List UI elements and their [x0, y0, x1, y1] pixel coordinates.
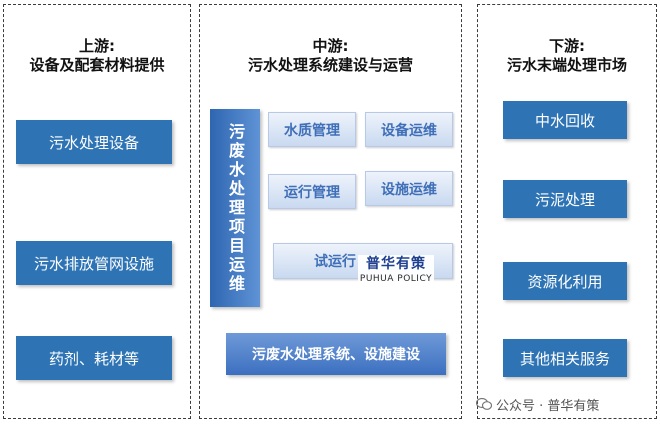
upstream-item-chemicals: 药剂、耗材等	[16, 336, 172, 380]
midstream-title-line2: 污水处理系统建设与运营	[247, 56, 413, 74]
midstream-vertical-label: 污废水处理项目运维	[210, 109, 260, 307]
downstream-item-sludge: 污泥处理	[503, 180, 627, 218]
downstream-title-line2: 污水末端处理市场	[506, 56, 627, 74]
midstream-panel: 中游: 污水处理系统建设与运营	[199, 4, 462, 419]
upstream-title-line2: 设备及配套材料提供	[29, 56, 165, 74]
downstream-item-recycling: 资源化利用	[503, 262, 627, 300]
downstream-item-reclaimed-water: 中水回收	[503, 101, 627, 139]
wechat-icon	[476, 398, 492, 410]
midstream-item-operation-mgmt: 运行管理	[268, 174, 356, 209]
watermark-logo: 普华有策 PUHUA POLICY	[358, 255, 434, 285]
midstream-item-water-quality: 水质管理	[268, 112, 356, 147]
midstream-title-line1: 中游:	[312, 37, 349, 55]
watermark-cn: 普华有策	[366, 256, 426, 272]
footer-credit: 公众号 · 普华有策	[476, 395, 600, 414]
midstream-item-equipment-ops: 设备运维	[365, 112, 453, 147]
upstream-item-equipment: 污水处理设备	[16, 120, 172, 164]
downstream-title-line1: 下游:	[549, 37, 585, 55]
midstream-item-facility-ops: 设施运维	[365, 171, 453, 206]
upstream-title-line1: 上游:	[79, 37, 115, 55]
upstream-panel: 上游: 设备及配套材料提供	[3, 4, 191, 419]
midstream-bottom-construction: 污废水处理系统、设施建设	[226, 333, 446, 375]
downstream-item-other-services: 其他相关服务	[503, 339, 627, 377]
upstream-item-pipeline: 污水排放管网设施	[16, 241, 172, 285]
footer-text: 公众号 · 普华有策	[496, 398, 600, 414]
watermark-en: PUHUA POLICY	[359, 274, 433, 284]
midstream-vertical-text: 污废水处理项目运维	[226, 122, 245, 294]
downstream-panel: 下游: 污水末端处理市场	[477, 4, 657, 419]
